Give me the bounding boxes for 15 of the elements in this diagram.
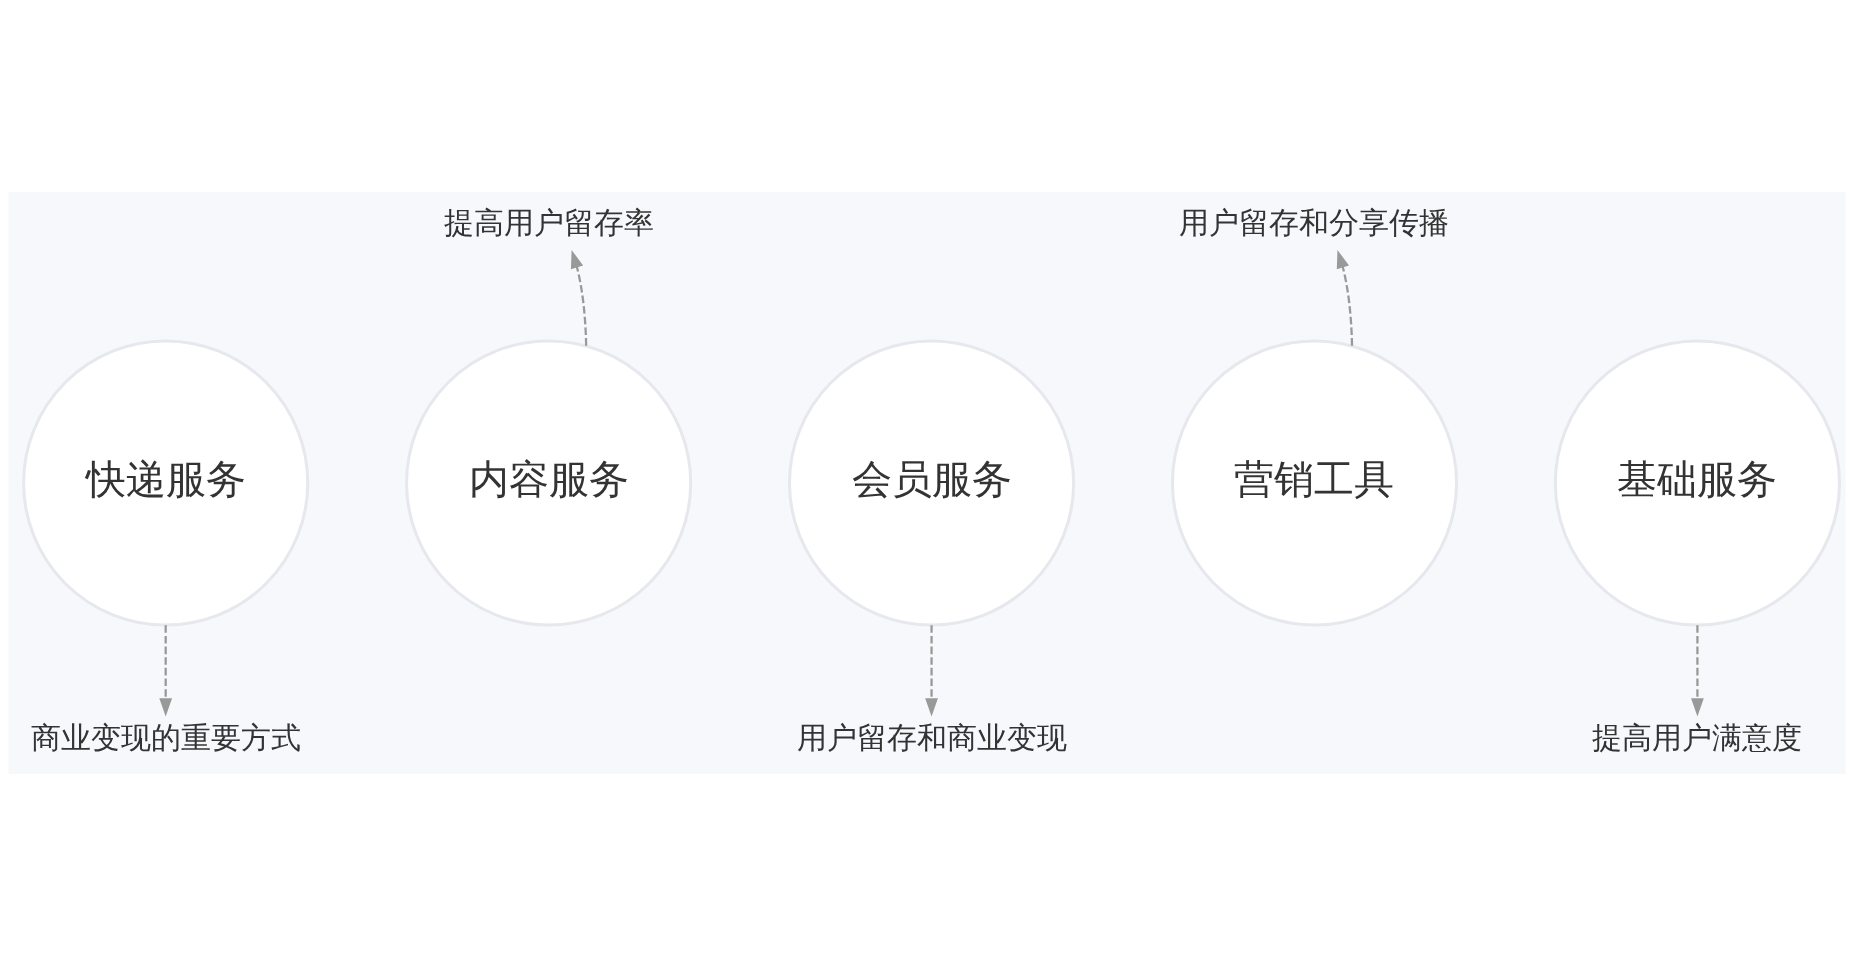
node-circle: 营销工具 xyxy=(1170,339,1459,627)
node-text: 提高用户满意度 xyxy=(1592,720,1803,756)
node-circle: 会员服务 xyxy=(787,339,1076,627)
arrow xyxy=(1691,625,1704,717)
node-text: 用户留存和商业变现 xyxy=(796,720,1067,756)
node-text: 商业变现的重要方式 xyxy=(30,720,301,756)
node-circle: 基础服务 xyxy=(1553,339,1842,627)
arrow xyxy=(159,625,173,717)
node-circle: 快递服务 xyxy=(22,339,310,627)
arrow xyxy=(1336,249,1354,346)
node-text: 提高用户留存率 xyxy=(443,205,654,241)
node-circle: 内容服务 xyxy=(405,339,693,627)
arrow xyxy=(925,625,938,717)
node-text: 用户留存和分享传播 xyxy=(1179,205,1450,241)
arrow xyxy=(570,249,588,346)
